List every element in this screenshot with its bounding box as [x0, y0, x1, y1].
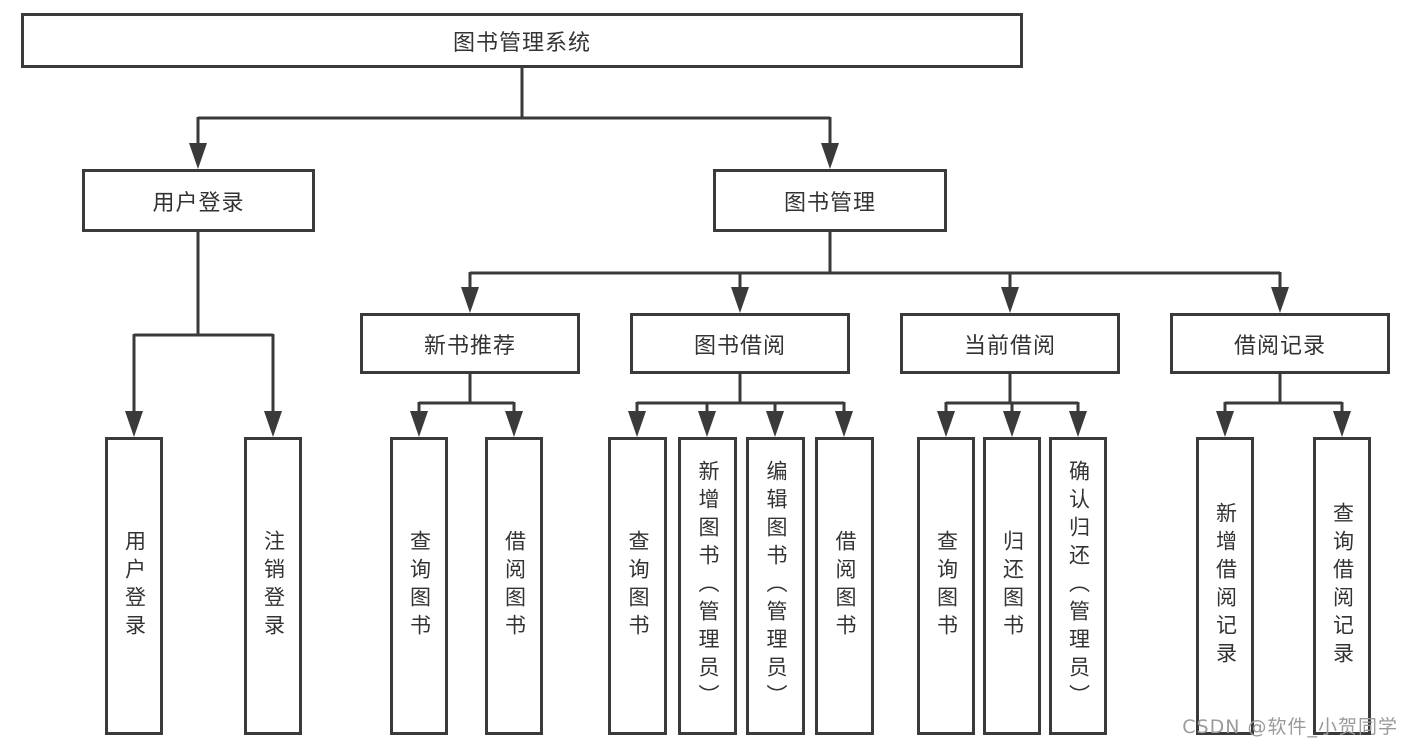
leaf-logout: 注销登录: [244, 437, 302, 735]
leaf-label: 归还图书: [1000, 530, 1025, 642]
leaf-br-query-record: 查询借阅记录: [1313, 437, 1371, 735]
connector-new-book-rec-to-leaves: [410, 373, 523, 437]
node-new-book-rec: 新书推荐: [360, 313, 580, 374]
leaf-label: 查询借阅记录: [1330, 502, 1355, 670]
leaf-label: 确认归还（管理员）: [1066, 460, 1091, 712]
leaf-cb-confirm-return-admin: 确认归还（管理员）: [1049, 437, 1107, 735]
leaf-label: 借阅图书: [833, 530, 858, 642]
connector-book-mgmt-to-level3: [461, 232, 1289, 313]
connector-current-borrow-to-leaves: [937, 373, 1087, 437]
leaf-label: 用户登录: [122, 530, 147, 642]
leaf-label: 查询图书: [407, 530, 432, 642]
leaf-label: 编辑图书（管理员）: [764, 460, 789, 712]
node-book-borrow: 图书借阅: [630, 313, 850, 374]
connector-book-borrow-to-leaves: [628, 373, 853, 437]
leaf-rec-borrow-book: 借阅图书: [485, 437, 543, 735]
leaf-label: 查询图书: [626, 530, 651, 642]
node-root: 图书管理系统: [21, 13, 1023, 68]
node-borrow-record: 借阅记录: [1170, 313, 1390, 374]
connector-user-login-to-leaves: [125, 232, 282, 437]
node-current-borrow: 当前借阅: [900, 313, 1120, 374]
connector-root-to-level2: [189, 68, 839, 169]
node-user-login: 用户登录: [82, 169, 315, 232]
leaf-label: 新增图书（管理员）: [696, 460, 721, 712]
leaf-cb-return-book: 归还图书: [983, 437, 1041, 735]
leaf-cb-query-book: 查询图书: [917, 437, 975, 735]
leaf-label: 新增借阅记录: [1213, 502, 1238, 670]
leaf-bb-borrow-book: 借阅图书: [815, 437, 874, 735]
leaf-label: 借阅图书: [502, 530, 527, 642]
leaf-rec-query-book: 查询图书: [390, 437, 448, 735]
csdn-watermark: CSDN @软件_小贺同学: [1182, 716, 1398, 738]
leaf-bb-edit-book-admin: 编辑图书（管理员）: [746, 437, 805, 735]
connector-borrow-record-to-leaves: [1216, 373, 1351, 437]
leaf-label: 注销登录: [261, 530, 286, 642]
leaf-bb-add-book-admin: 新增图书（管理员）: [678, 437, 737, 735]
leaf-user-login: 用户登录: [105, 437, 163, 735]
leaf-br-add-record: 新增借阅记录: [1196, 437, 1254, 735]
node-book-mgmt: 图书管理: [713, 169, 947, 232]
leaf-label: 查询图书: [934, 530, 959, 642]
leaf-bb-query-book: 查询图书: [608, 437, 667, 735]
